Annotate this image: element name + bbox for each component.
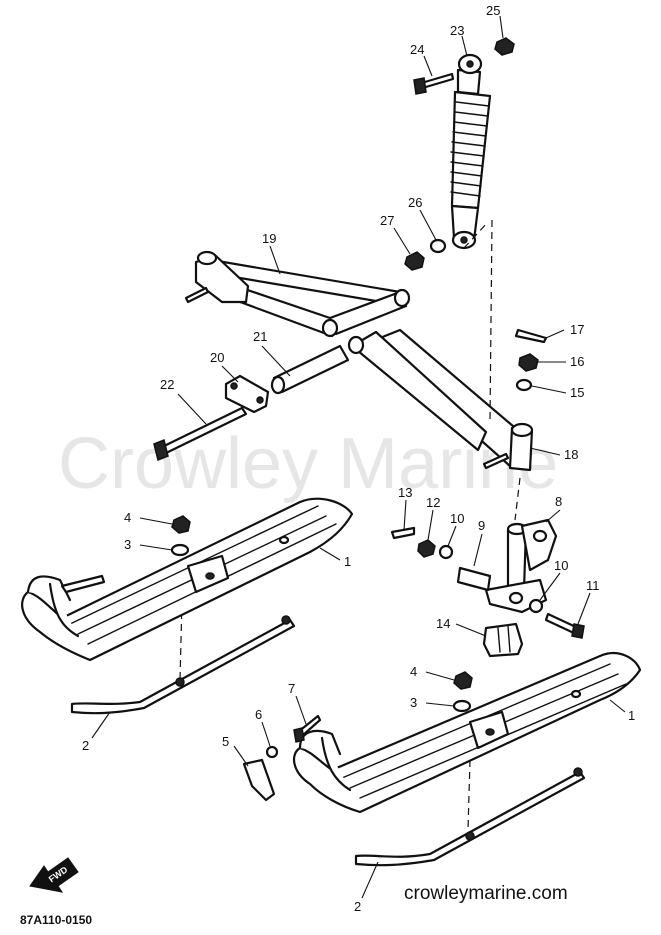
washer-3-right [452, 699, 472, 713]
callout-19: 19 [262, 231, 276, 246]
ski-spindle-8 [484, 518, 558, 614]
callout-23: 23 [450, 23, 464, 38]
ski-right [292, 652, 642, 814]
castle-nut-12 [417, 539, 436, 558]
callout-18: 18 [564, 447, 578, 462]
forward-arrow-icon: FWD [29, 857, 79, 893]
callout-11: 11 [586, 578, 600, 593]
runner-left [70, 615, 296, 715]
callout-16: 16 [570, 354, 584, 369]
nut-4-right [453, 671, 473, 690]
washer-10b [528, 598, 544, 614]
callout-20: 20 [210, 350, 224, 365]
washer-6 [265, 745, 279, 759]
callout-3-right: 3 [410, 695, 417, 710]
callout-6: 6 [255, 707, 262, 722]
shock-washer-26 [429, 238, 447, 254]
shock-bolt-24 [413, 72, 455, 95]
callout-1-right: 1 [628, 708, 635, 723]
callout-4-right: 4 [410, 664, 417, 679]
washer-15 [515, 378, 533, 392]
shock-absorber [450, 53, 492, 250]
callout-10b: 10 [554, 558, 568, 573]
washer-3-left [170, 543, 190, 557]
arm-shaft-21 [270, 344, 350, 395]
runner-right [354, 767, 586, 867]
washer-10 [438, 544, 454, 560]
callout-24: 24 [410, 42, 424, 57]
callout-17: 17 [570, 322, 584, 337]
callout-12: 12 [426, 495, 440, 510]
callout-1-left: 1 [344, 554, 351, 569]
callout-13: 13 [398, 485, 412, 500]
alignment-line [489, 219, 493, 421]
callout-2-right: 2 [354, 899, 361, 914]
callout-25: 25 [486, 3, 500, 18]
alignment-line [467, 759, 471, 831]
callout-3-left: 3 [124, 537, 131, 552]
website-label: crowleymarine.com [404, 883, 568, 904]
callout-22: 22 [160, 377, 174, 392]
collar-9 [456, 566, 492, 592]
long-bolt-22 [153, 406, 248, 462]
callout-21: 21 [253, 329, 267, 344]
ski-left [21, 497, 354, 662]
callout-2-left: 2 [82, 738, 89, 753]
bracket-plate-20 [224, 374, 270, 414]
callout-8: 8 [555, 494, 562, 509]
suspension-arm [184, 250, 534, 472]
nut-4-left [171, 515, 191, 534]
ski-stopper-14 [482, 622, 524, 658]
castle-nut-16 [518, 353, 539, 372]
shock-nut-25 [494, 37, 515, 56]
shock-nut-27 [404, 251, 425, 271]
callout-10a: 10 [450, 511, 464, 526]
callout-4-left: 4 [124, 510, 131, 525]
callout-9: 9 [478, 518, 485, 533]
callout-27: 27 [380, 213, 394, 228]
cotter-pin-13 [390, 526, 416, 540]
wear-plate-5 [242, 758, 276, 802]
leader-lines [91, 15, 626, 899]
bolt-11 [544, 612, 585, 639]
callout-15: 15 [570, 385, 584, 400]
diagram-code: 87A110-0150 [20, 913, 92, 927]
callout-26: 26 [408, 195, 422, 210]
alignment-line [463, 221, 489, 249]
rivet-7 [293, 714, 322, 743]
callout-7: 7 [288, 681, 295, 696]
cotter-pin-17 [514, 328, 548, 344]
callout-5: 5 [222, 734, 229, 749]
callout-14: 14 [436, 616, 450, 631]
